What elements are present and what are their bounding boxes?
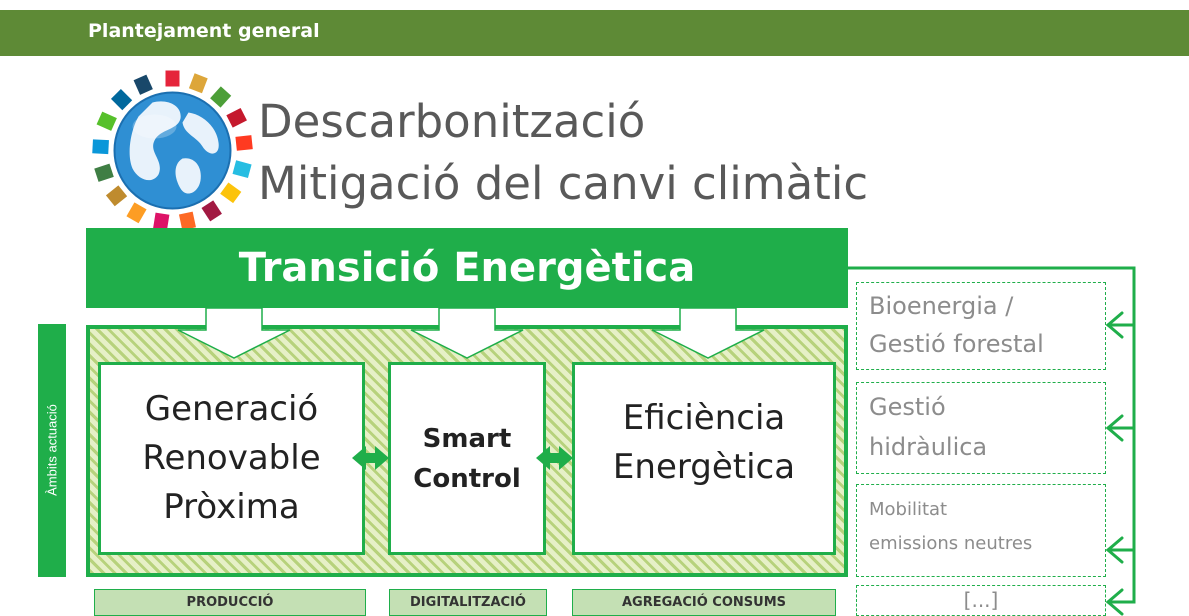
side-item-more-text: [...] (963, 588, 999, 612)
side-item-bioenergy: Bioenergia / Gestió forestal (856, 282, 1106, 370)
box-smart-control: Smart Control (388, 362, 546, 555)
box-generation-text: Generació Renovable Pròxima (142, 389, 321, 527)
side-item-bioenergy-text: Bioenergia / Gestió forestal (869, 292, 1044, 358)
box-generation: Generació Renovable Pròxima (98, 362, 365, 555)
header-bar: Plantejament general (0, 10, 1189, 56)
label-production: PRODUCCIÓ (94, 589, 366, 616)
arrowhead-2 (1105, 414, 1124, 442)
side-item-hydraulic-text: Gestió hidràulica (869, 393, 988, 461)
side-item-mobility-text: Mobilitat emissions neutres (869, 499, 1033, 554)
label-digitalization: DIGITALITZACIÓ (389, 589, 547, 616)
sdg-globe-icon (92, 70, 253, 231)
arrowhead-3 (1105, 536, 1124, 564)
box-efficiency-text: Eficiència Energètica (612, 397, 796, 487)
side-label: Àmbits actuació (38, 324, 66, 577)
arrowhead-4 (1105, 588, 1124, 616)
side-item-more: [...] (856, 585, 1106, 616)
header-title: Plantejament general (88, 20, 320, 42)
banner-text: Transició Energètica (238, 245, 696, 291)
box-efficiency: Eficiència Energètica (572, 362, 836, 555)
transition-banner: Transició Energètica (86, 228, 848, 308)
title-line-1: Descarbonització (258, 95, 646, 148)
side-item-hydraulic: Gestió hidràulica (856, 382, 1106, 474)
arrowhead-1 (1105, 311, 1124, 339)
side-label-text: Àmbits actuació (44, 404, 60, 496)
side-item-mobility: Mobilitat emissions neutres (856, 484, 1106, 577)
box-smart-text: Smart Control (413, 423, 521, 494)
title-line-2: Mitigació del canvi climàtic (258, 157, 869, 210)
label-aggregation: AGREGACIÓ CONSUMS (572, 589, 836, 616)
